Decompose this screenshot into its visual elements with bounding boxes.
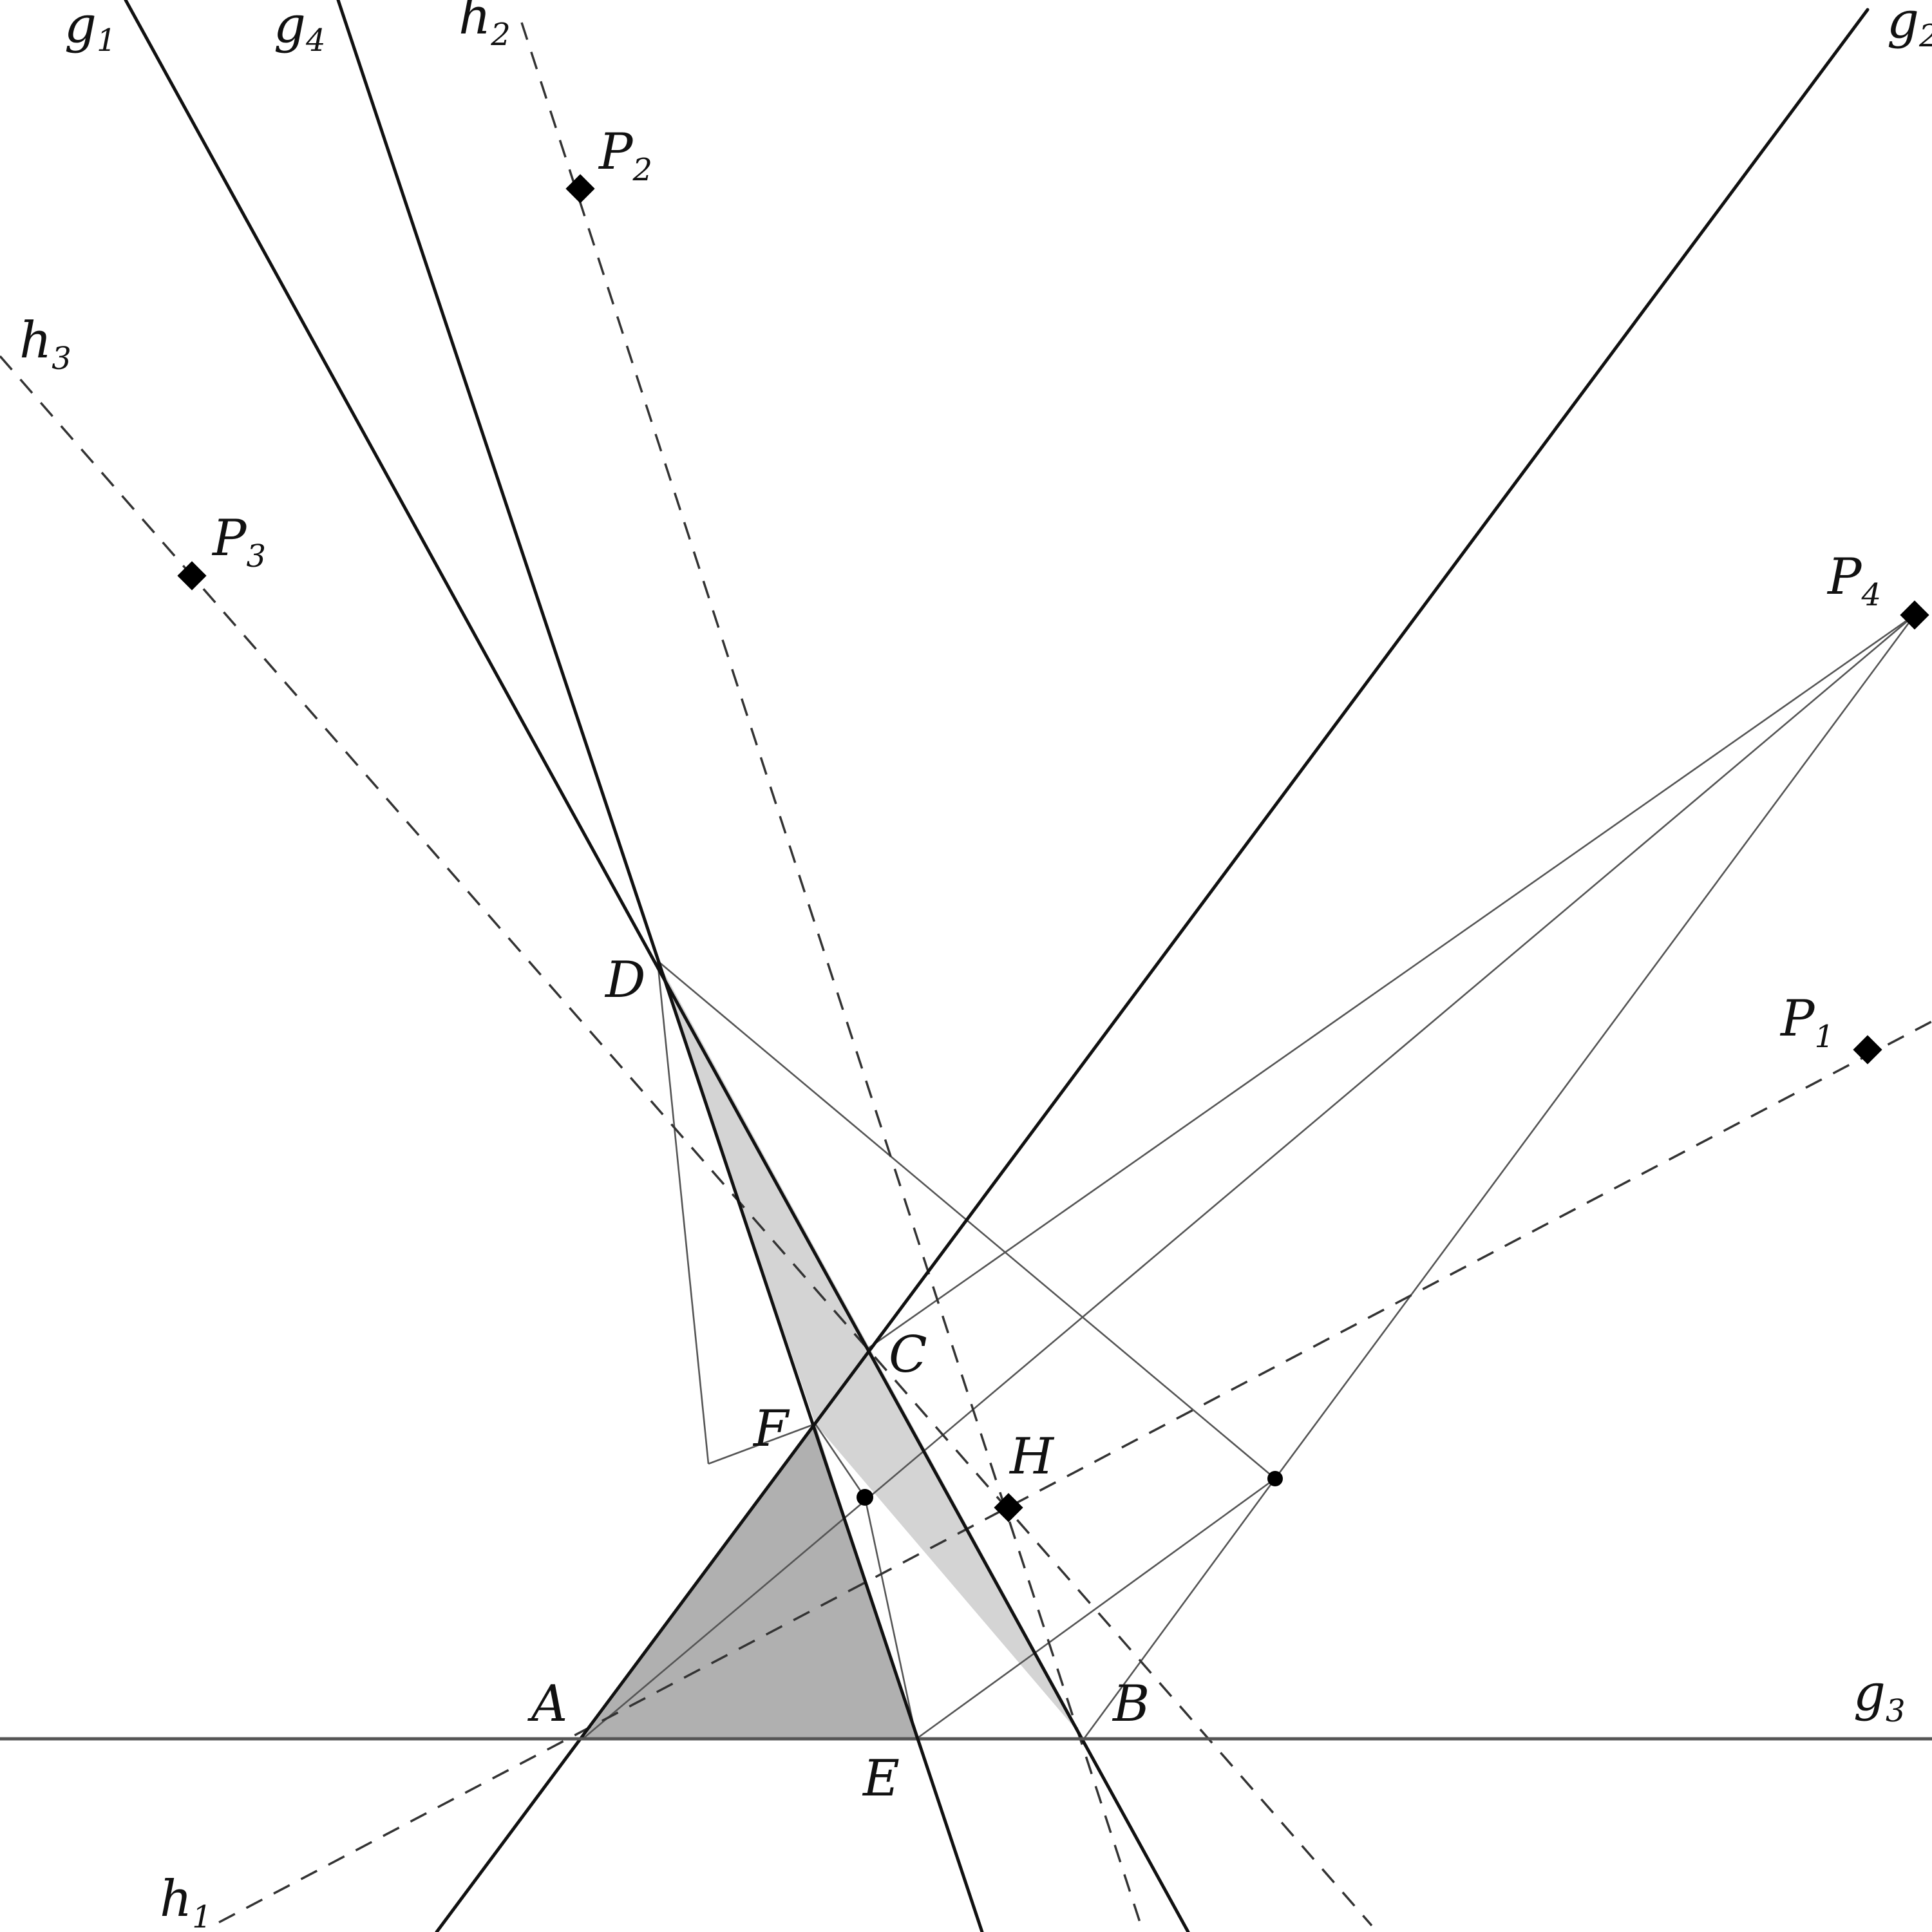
- label-P2: P2: [598, 123, 652, 188]
- point-P2: [565, 174, 595, 204]
- label-h2: h2: [459, 0, 511, 53]
- labels: g1 g4 h2 g2 h3 h1 g3 P1 P2 P3 P4 A B C D…: [19, 0, 1932, 1932]
- label-h1: h1: [160, 1870, 212, 1932]
- line-h2: [520, 22, 1144, 1932]
- label-g1: g1: [64, 0, 116, 59]
- point-P1: [1853, 1035, 1882, 1065]
- label-g2: g2: [1887, 0, 1932, 54]
- point-P3: [177, 561, 207, 591]
- label-C: C: [889, 1326, 927, 1384]
- point-inner: [857, 1489, 873, 1506]
- line-g4: [336, 0, 984, 1932]
- point-H: [994, 1493, 1023, 1522]
- label-P3: P3: [211, 509, 266, 574]
- label-g3: g3: [1853, 1664, 1905, 1729]
- label-D: D: [604, 951, 646, 1009]
- label-P1: P1: [1779, 990, 1834, 1055]
- point-P4: [1900, 600, 1929, 630]
- label-H: H: [1009, 1428, 1055, 1486]
- construction-lines: [582, 614, 1916, 1740]
- label-F: F: [752, 1400, 790, 1458]
- dark-shaded-triangle: [583, 1424, 916, 1739]
- label-P4: P4: [1826, 548, 1881, 613]
- line-g2: [435, 8, 1870, 1932]
- line-g1: [124, 0, 1190, 1932]
- label-E: E: [862, 1750, 900, 1808]
- label-g4: g4: [274, 0, 325, 59]
- line-h3: [0, 355, 1373, 1927]
- label-B: B: [1112, 1675, 1150, 1733]
- point-right: [1267, 1471, 1283, 1486]
- label-h3: h3: [19, 312, 71, 377]
- points: [177, 174, 1929, 1522]
- dashed-lines: [0, 22, 1932, 1932]
- label-A: A: [527, 1675, 567, 1733]
- line-h1: [218, 1020, 1932, 1924]
